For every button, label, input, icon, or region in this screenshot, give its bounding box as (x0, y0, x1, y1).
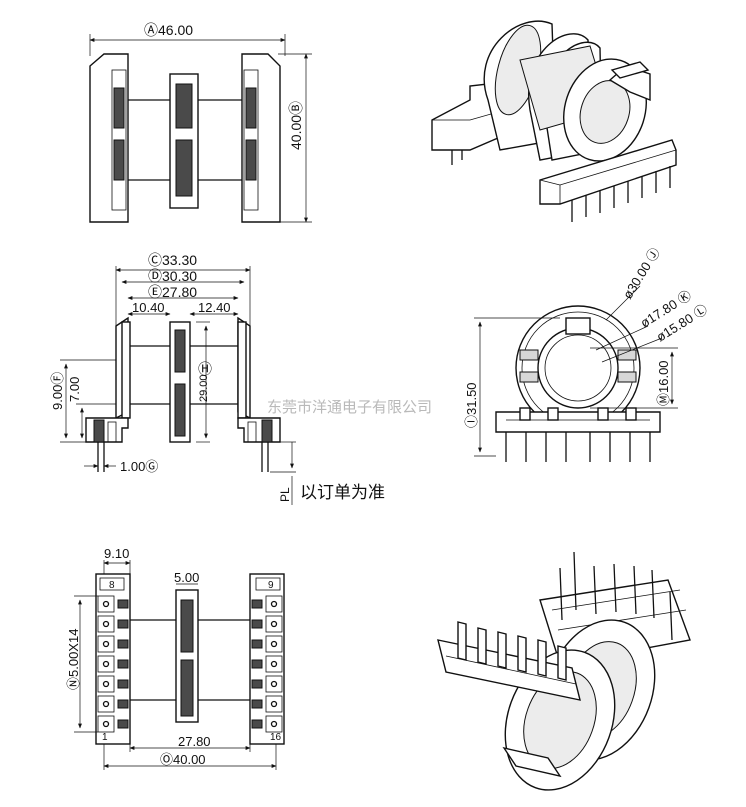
dim-h-value: 29.00 (198, 374, 210, 402)
dim-bot1-label: 27.80 (178, 734, 211, 749)
front-view: ø30.00 Ⓙ ø17.80 Ⓚ ø15.80 Ⓛ Ⓘ31.50 Ⓜ16.00 (464, 245, 710, 462)
iso-view-top (431, 20, 677, 222)
pin-8-label: 8 (109, 580, 115, 591)
dim-e2-label: 12.40 (198, 300, 231, 315)
dim-j-label: ø30.00 Ⓙ (620, 245, 663, 301)
dim-pl-label: PL (278, 487, 292, 502)
dim-i-label: Ⓘ31.50 (464, 382, 479, 428)
dim-h-letter: Ⓗ (198, 361, 212, 377)
pin-16-label: 16 (270, 732, 282, 743)
dim-pitch-label: Ⓝ5.00X14 (66, 629, 81, 690)
iso-bottom-back-pins (559, 551, 673, 641)
side-view: Ⓒ33.30 Ⓓ30.30 Ⓔ27.80 10.40 12.40 Ⓗ 29.00 (50, 252, 385, 505)
dim-d-label: Ⓓ30.30 (148, 268, 197, 284)
dim-bot2-label: Ⓞ40.00 (160, 752, 206, 767)
left-pin-column (97, 595, 129, 733)
pin-1-label: 1 (102, 732, 108, 743)
dim-g-label: 1.00Ⓖ (120, 459, 158, 474)
dim-a-label: Ⓐ46.00 (144, 22, 193, 38)
iso-view-bottom (437, 551, 691, 791)
pin-9-label: 9 (268, 580, 274, 591)
dim-o5-label: 5.00 (174, 570, 199, 585)
dim-m-label: Ⓜ16.00 (656, 360, 671, 406)
iso-bottom-front-pins (457, 621, 567, 681)
dim-c-label: Ⓒ33.30 (148, 252, 197, 268)
front-pins (505, 432, 651, 462)
dim-b-label: 40.00Ⓑ (288, 101, 304, 150)
right-pin-column (251, 595, 283, 733)
watermark: 东莞市洋通电子有限公司 (267, 398, 432, 416)
dim-e1-label: 10.40 (132, 300, 165, 315)
dim-f-label: 9.00Ⓕ (50, 372, 65, 410)
pl-note: 以订单为准 (300, 483, 385, 503)
bottom-view: 9.10 5.00 8 1 9 (66, 546, 285, 770)
iso-top-pins (571, 166, 671, 222)
dim-n-label: 9.10 (104, 546, 129, 561)
dim-e-label: Ⓔ27.80 (148, 284, 197, 300)
dim-f2-label: 7.00 (67, 377, 82, 402)
top-view: Ⓐ46.00 40.00Ⓑ (89, 22, 312, 223)
